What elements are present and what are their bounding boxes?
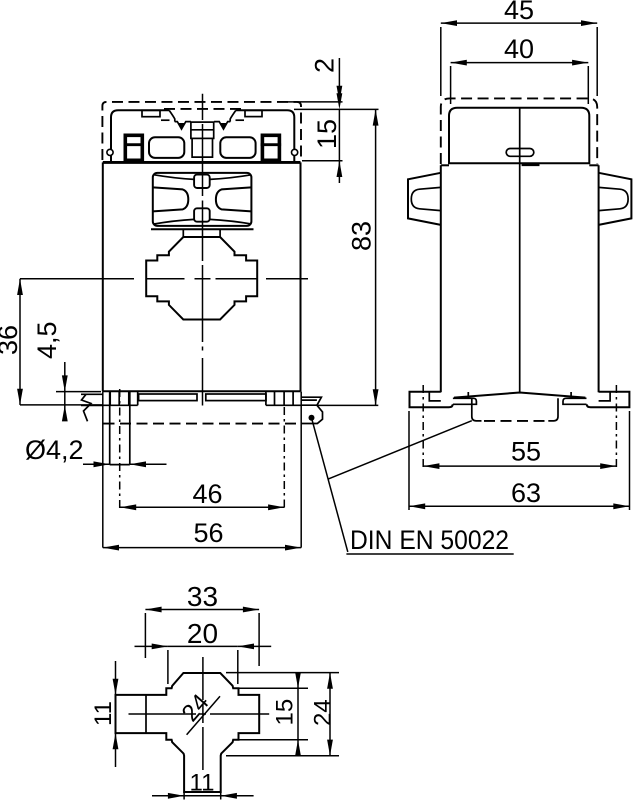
svg-text:15: 15	[312, 119, 342, 149]
svg-text:15: 15	[272, 699, 299, 726]
svg-text:11: 11	[90, 701, 117, 726]
svg-text:36: 36	[0, 325, 23, 355]
svg-text:56: 56	[193, 518, 223, 548]
svg-text:83: 83	[347, 221, 377, 251]
svg-text:20: 20	[187, 618, 218, 649]
svg-text:55: 55	[511, 437, 541, 467]
svg-text:46: 46	[192, 479, 222, 509]
svg-text:4,5: 4,5	[32, 321, 62, 359]
svg-text:24: 24	[310, 699, 337, 726]
svg-text:2: 2	[310, 58, 340, 73]
svg-text:33: 33	[187, 581, 218, 612]
svg-text:40: 40	[504, 34, 534, 64]
svg-text:11: 11	[190, 770, 215, 797]
svg-text:45: 45	[504, 0, 534, 25]
svg-text:63: 63	[511, 478, 541, 508]
svg-text:DIN EN 50022: DIN EN 50022	[350, 525, 509, 555]
svg-text:Ø4,2: Ø4,2	[25, 435, 84, 465]
